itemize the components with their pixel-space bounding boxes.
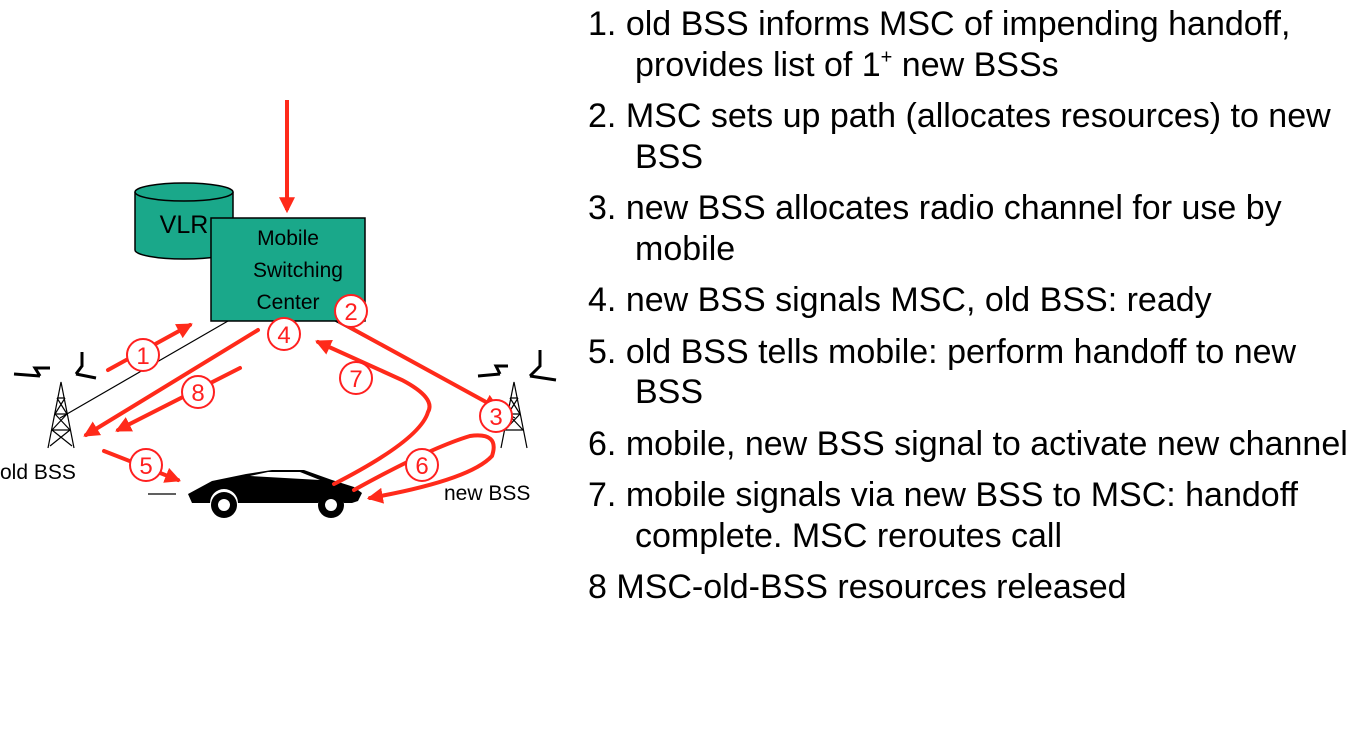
step-superscript: + [880, 46, 893, 69]
step-text: new BSS allocates radio channel for use … [625, 189, 1282, 268]
new-bss-tower-icon [477, 350, 557, 449]
step-text: MSC sets up path (allocates resources) t… [625, 97, 1331, 176]
svg-text:4: 4 [277, 322, 290, 349]
step-number: 6. [588, 424, 617, 463]
step-number: 4. [588, 281, 617, 319]
handoff-steps-list: 1. old BSS informs MSC of impending hand… [588, 4, 1358, 619]
step-text: old BSS informs MSC of impending handoff… [625, 5, 1291, 84]
vlr-label: VLR [160, 211, 209, 239]
step-number: 7. [588, 476, 617, 514]
svg-text:5: 5 [139, 453, 152, 480]
svg-text:3: 3 [489, 404, 502, 431]
step-marker-4: 4 [267, 317, 301, 351]
step-marker-7: 7 [339, 361, 373, 395]
msc-label-line-3: Center [256, 291, 319, 314]
svg-text:1: 1 [136, 343, 149, 370]
step-item-1: 1. old BSS informs MSC of impending hand… [588, 4, 1358, 85]
svg-text:7: 7 [349, 366, 362, 393]
step-item-8: 8 MSC-old-BSS resources released [588, 567, 1358, 608]
step-text: MSC-old-BSS resources released [616, 568, 1127, 606]
svg-text:6: 6 [415, 453, 428, 480]
msc-label-line-1: Mobile [257, 227, 319, 250]
step-item-2: 2. MSC sets up path (allocates resources… [588, 96, 1358, 177]
msc-label-line-2: Switching [253, 259, 343, 282]
step-number: 3. [588, 189, 617, 227]
step-number: 2. [588, 97, 617, 135]
step-text: new BSS signals MSC, old BSS: ready [625, 281, 1212, 319]
arrow-step-2 [338, 320, 500, 410]
new-bss-label: new BSS [444, 482, 530, 505]
step-item-7: 7. mobile signals via new BSS to MSC: ha… [588, 475, 1358, 556]
old-bss-label: old BSS [0, 461, 76, 484]
arrow-step-8 [115, 366, 242, 432]
step-text: old BSS tells mobile: perform handoff to… [625, 332, 1297, 412]
step-marker-5: 5 [129, 448, 163, 482]
step-text: mobile, new BSS signal to activate new c… [625, 424, 1348, 463]
step-item-5: 5. old BSS tells mobile: perform handoff… [588, 332, 1358, 413]
svg-text:8: 8 [191, 380, 204, 407]
step-marker-2: 2 [334, 294, 368, 328]
step-number: 8 [588, 568, 607, 606]
step-marker-1: 1 [126, 338, 160, 372]
old-bss-tower-icon [13, 352, 97, 449]
step-item-4: 4. new BSS signals MSC, old BSS: ready [588, 280, 1358, 321]
step-text-tail: new BSSs [892, 45, 1059, 84]
handoff-diagram: VLR Mobile Switching Center old BSS new … [0, 100, 557, 518]
step-number: 5. [588, 332, 617, 371]
step-marker-8: 8 [181, 375, 215, 409]
step-marker-6: 6 [405, 448, 439, 482]
car-icon [148, 470, 362, 518]
step-number: 1. [588, 5, 617, 43]
step-text: mobile signals via new BSS to MSC: hando… [625, 476, 1298, 555]
step-item-3: 3. new BSS allocates radio channel for u… [588, 188, 1358, 269]
step-item-6: 6. mobile, new BSS signal to activate ne… [588, 424, 1358, 465]
step-marker-3: 3 [479, 399, 513, 433]
arrow-step-7 [315, 339, 432, 486]
vlr-database-icon [134, 182, 234, 260]
arrow-step-4 [83, 328, 260, 437]
svg-text:2: 2 [344, 299, 357, 326]
